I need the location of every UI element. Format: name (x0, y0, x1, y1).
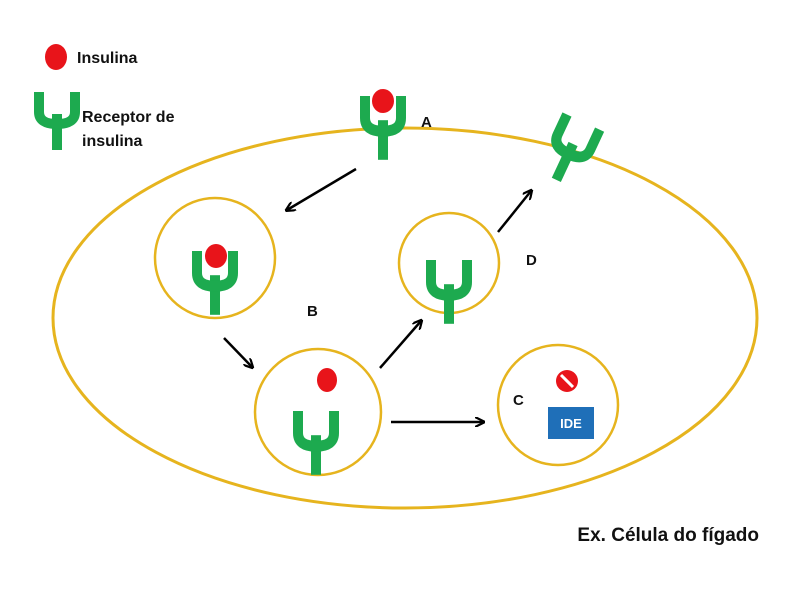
cell-membrane (51, 126, 759, 510)
label-b: B (307, 303, 318, 320)
legend-insulin-label: Insulina (77, 50, 138, 67)
insulin-degraded-slash (559, 373, 575, 389)
arrow-b-to-d (379, 321, 421, 369)
legend-insulin-icon (45, 44, 67, 70)
arrow-d-to-outside (497, 191, 531, 233)
legend-receptor-label-line1: Receptor de (82, 109, 175, 126)
insulin-a (372, 89, 394, 113)
legend-receptor-label-line2: insulina (82, 133, 143, 150)
insulin-b-lower (317, 368, 337, 392)
caption: Ex. Célula do fígado (577, 525, 759, 546)
vesicle-b-upper (153, 196, 277, 320)
vesicle-c (496, 343, 620, 467)
label-d: D (526, 252, 537, 269)
label-a: A (421, 114, 432, 131)
receptor-b-lower (298, 411, 334, 475)
receptor-d-vesicle (431, 260, 467, 324)
vesicle-b-lower (253, 347, 383, 477)
ide-box (548, 407, 594, 439)
ide-label: IDE (560, 416, 582, 431)
legend-receptor-icon (39, 92, 75, 150)
label-c: C (513, 392, 524, 409)
receptor-recycled (540, 114, 600, 187)
arrow-b-upper-to-lower (223, 337, 252, 367)
insulin-b-upper (205, 244, 227, 268)
arrow-a-to-b (287, 167, 357, 210)
